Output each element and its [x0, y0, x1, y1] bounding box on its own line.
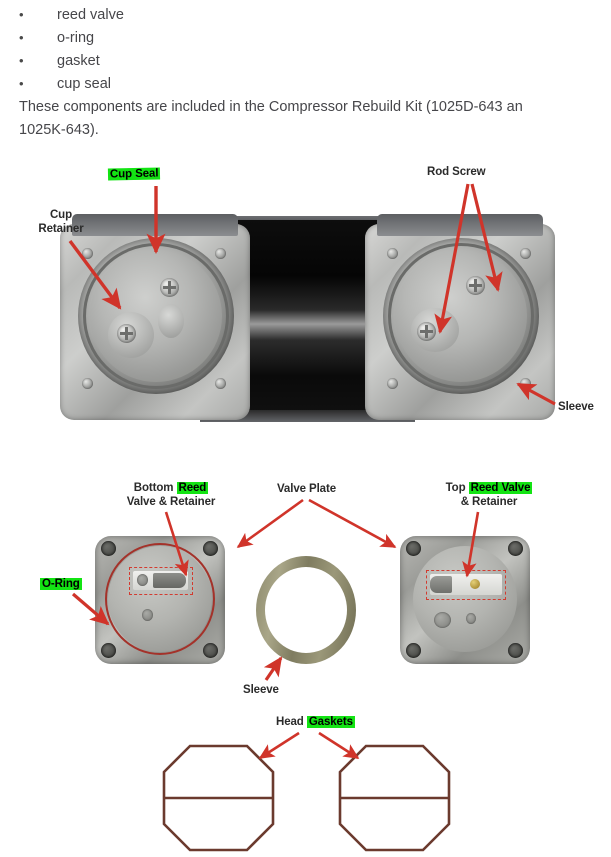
list-item: • reed valve: [0, 3, 611, 26]
valve-plate-port: [142, 609, 153, 621]
label-reed-highlight: Reed: [176, 482, 209, 494]
reed-port-bottom: [137, 574, 148, 586]
list-item: • o-ring: [0, 26, 611, 49]
valve-plate-bolt-hole: [101, 643, 116, 658]
label-top-reed-line1: Top Reed Valve: [430, 482, 548, 496]
head-top-lip-right: [377, 214, 543, 236]
label-o-ring: O-Ring: [40, 578, 82, 592]
label-cup-seal: Cup Seal: [107, 167, 161, 182]
label-top-reed-line2: & Retainer: [460, 495, 518, 508]
label-bottom-reed-line1: Bottom Reed: [111, 482, 231, 496]
bottom-valve-plate: [95, 536, 225, 664]
valve-plate-port: [466, 613, 476, 624]
top-valve-plate: [400, 536, 530, 664]
head-bolt: [387, 248, 398, 259]
label-gaskets-highlight: Gaskets: [306, 716, 355, 728]
label-bottom-reed-line2: Valve & Retainer: [126, 495, 216, 508]
label-top-reed-valve: Top Reed Valve & Retainer: [430, 482, 548, 509]
compressor-head-left: [60, 212, 250, 432]
label-rod-screw: Rod Screw: [427, 166, 486, 178]
bullet-label: o-ring: [57, 30, 95, 46]
head-bolt: [387, 378, 398, 389]
label-head-gaskets: Head Gaskets: [276, 716, 355, 730]
compressor-head-right: [365, 212, 555, 432]
valve-plate-port: [434, 612, 451, 628]
label-cup-retainer: Cup Retainer: [23, 209, 99, 236]
label-sleeve-fig1: Sleeve: [558, 401, 594, 413]
body-paragraph-line1: These components are included in the Com…: [19, 99, 523, 115]
list-item: • cup seal: [0, 72, 611, 95]
label-bottom-prefix: Bottom: [133, 482, 177, 494]
figure-head-gaskets: [0, 740, 611, 857]
label-cup-retainer-line1: Cup: [49, 209, 73, 221]
head-bolt: [520, 378, 531, 389]
reed-valve-highlight-box-bottom: [129, 567, 193, 595]
list-item: • gasket: [0, 49, 611, 72]
valve-plate-bolt-hole: [101, 541, 116, 556]
label-top-prefix: Top: [445, 482, 469, 494]
bullet-marker-icon: •: [19, 7, 24, 22]
bullet-marker-icon: •: [19, 30, 24, 45]
piston-hump-left-2: [158, 304, 184, 338]
label-reed-valve-highlight: Reed Valve: [468, 482, 533, 494]
head-bolt: [82, 248, 93, 259]
valve-plate-bolt-hole: [508, 643, 523, 658]
head-gasket-right: [336, 744, 453, 852]
rod-screw-right-lower: [417, 322, 436, 341]
valve-plate-bolt-hole: [508, 541, 523, 556]
cup-seal-left: [90, 250, 222, 382]
valve-plate-bolt-hole: [203, 541, 218, 556]
head-gasket-left: [160, 744, 277, 852]
valve-plate-bolt-hole: [203, 643, 218, 658]
o-ring-bottom: [105, 543, 215, 655]
reed-valve-screw-top: [470, 579, 480, 589]
label-sleeve-fig2: Sleeve: [243, 684, 279, 696]
bullet-label: reed valve: [57, 7, 124, 23]
head-bolt: [215, 378, 226, 389]
rod-screw-right-upper: [466, 276, 485, 295]
sleeve-component: [256, 556, 356, 664]
label-o-ring-text: O-Ring: [40, 578, 82, 590]
bullet-label: cup seal: [57, 76, 112, 92]
figure-valve-plates: [0, 528, 611, 678]
bullet-marker-icon: •: [19, 53, 24, 68]
rod-screw-left-upper: [160, 278, 179, 297]
bullet-marker-icon: •: [19, 76, 24, 91]
label-bottom-reed-valve: Bottom Reed Valve & Retainer: [111, 482, 231, 509]
sleeve-bore: [265, 567, 347, 653]
bullet-label: gasket: [57, 53, 100, 69]
reed-retainer-bottom: [153, 573, 186, 588]
head-bolt: [520, 248, 531, 259]
valve-plate-bolt-hole: [406, 643, 421, 658]
reed-retainer-top: [430, 576, 452, 593]
label-valve-plate: Valve Plate: [277, 483, 336, 495]
rod-screw-left-lower: [117, 324, 136, 343]
body-paragraph-line2: 1025K-643).: [19, 122, 99, 138]
compressor-bottom-rail: [200, 410, 415, 422]
head-bolt: [82, 378, 93, 389]
figure-compressor-body: [60, 212, 555, 434]
head-bolt: [215, 248, 226, 259]
label-cup-seal-text: Cup Seal: [107, 167, 161, 181]
label-head-prefix: Head: [276, 716, 307, 728]
label-cup-retainer-line2: Retainer: [38, 222, 84, 235]
valve-plate-bolt-hole: [406, 541, 421, 556]
